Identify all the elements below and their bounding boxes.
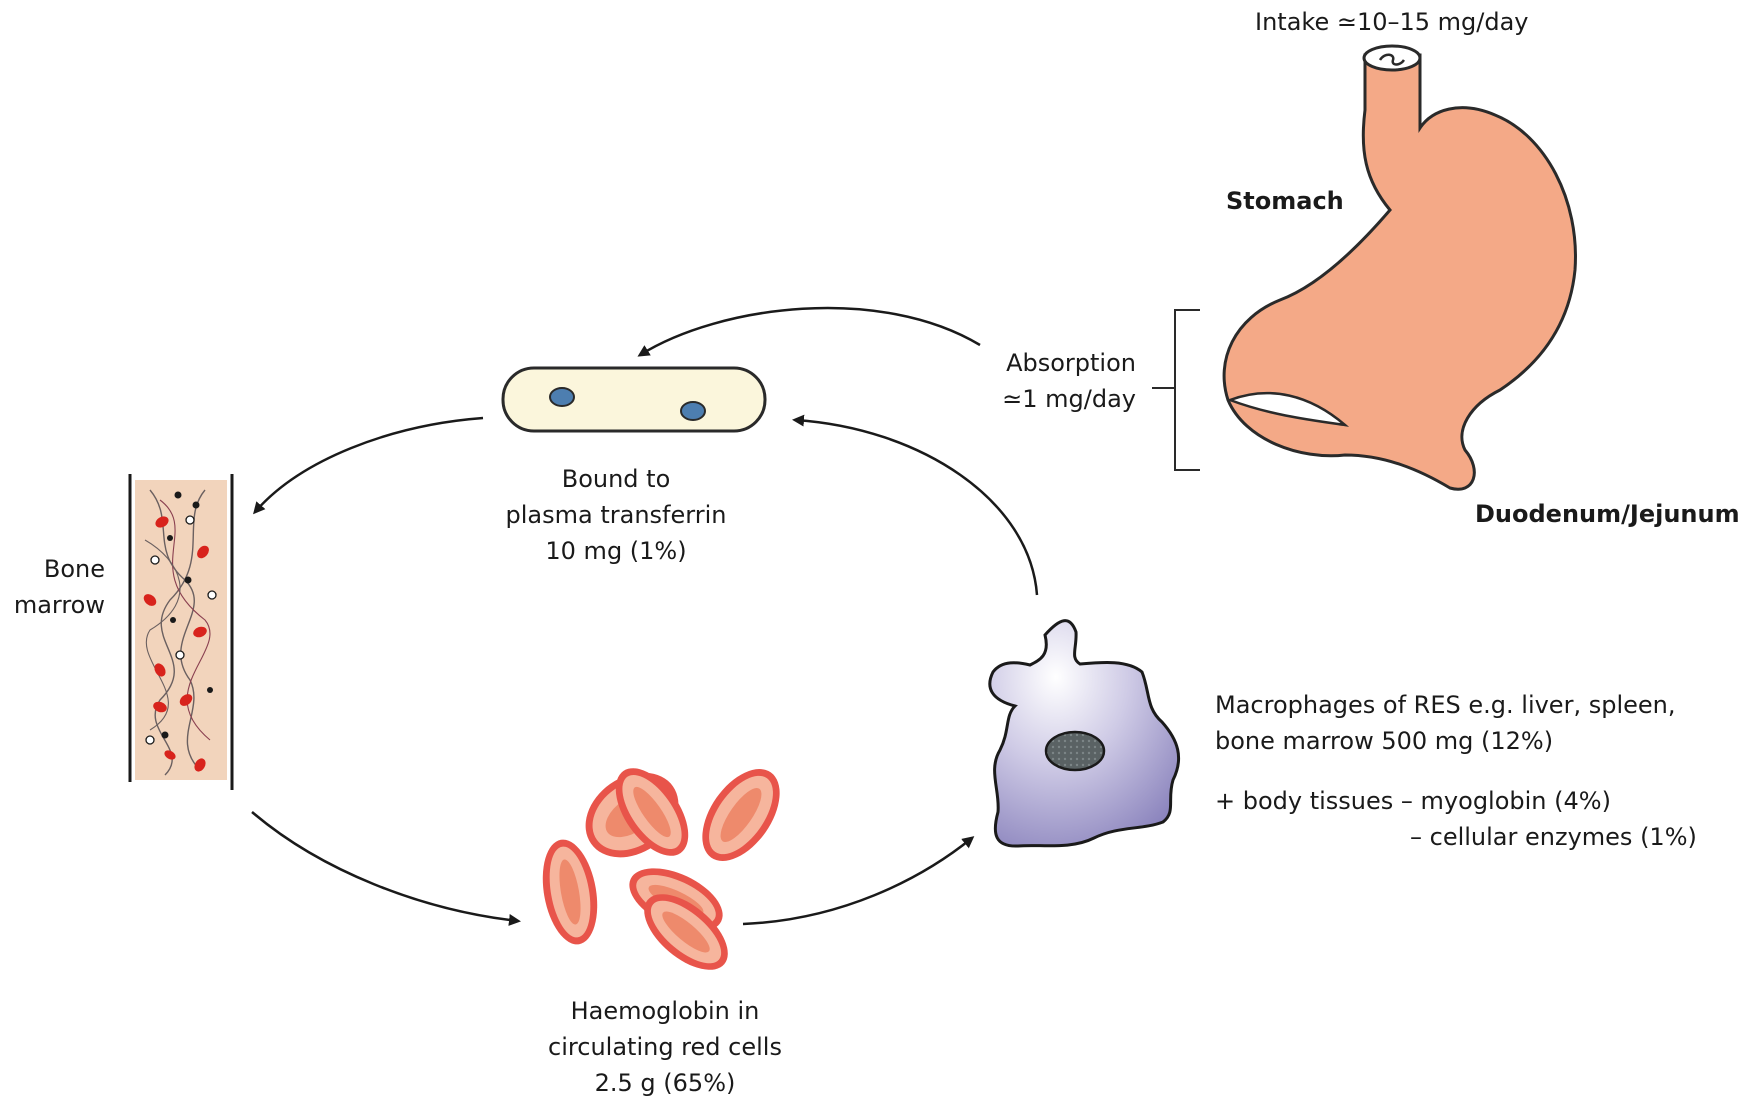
transferrin-label: Bound to plasma transferrin 10 mg (1%): [470, 461, 762, 569]
bone-marrow-line-1: Bone: [43, 555, 105, 583]
arrow-macrophage-to-transferrin: [792, 414, 1039, 596]
stomach-fold-shape: [1226, 391, 1350, 427]
bone-marrow-line-2: marrow: [13, 591, 105, 619]
absorption-line-1: Absorption: [1006, 349, 1136, 377]
bone-marrow-label: Bone marrow: [5, 551, 105, 623]
red-cells-illustration: [542, 768, 780, 970]
macrophages-label: Macrophages of RES e.g. liver, spleen, b…: [1215, 687, 1675, 759]
stomach-label: Stomach: [1226, 187, 1344, 215]
stomach-body-shape: [1222, 53, 1577, 491]
transferrin-line-2: plasma transferrin: [505, 501, 727, 529]
duodenum-jejunum-label: Duodenum/Jejunum: [1475, 500, 1740, 528]
transferrin-line-3: 10 mg (1%): [545, 537, 687, 565]
haemoglobin-label: Haemoglobin in circulating red cells 2.5…: [530, 993, 800, 1101]
transferrin-iron-dot: [549, 387, 575, 407]
haemoglobin-line-3: 2.5 g (65%): [594, 1069, 736, 1097]
arrow-marrow-to-red-cells: [251, 811, 521, 926]
arrow-red-cells-to-macrophage: [742, 836, 975, 926]
macrophages-line-2: bone marrow 500 mg (12%): [1215, 727, 1554, 755]
intake-label: Intake ≃10–15 mg/day: [1255, 8, 1529, 36]
bone-marrow-illustration: [128, 474, 234, 790]
absorption-bracket: [1152, 309, 1200, 471]
transferrin-capsule: [501, 366, 767, 433]
macrophage-illustration: [988, 619, 1181, 848]
body-tissues-line-1: + body tissues – myoglobin (4%): [1215, 787, 1611, 815]
absorption-label: Absorption ≃1 mg/day: [992, 345, 1136, 417]
haemoglobin-line-2: circulating red cells: [548, 1033, 782, 1061]
body-tissues-line-2: – cellular enzymes (1%): [1410, 823, 1697, 851]
macrophages-line-1: Macrophages of RES e.g. liver, spleen,: [1215, 691, 1676, 719]
macrophage-nucleus: [1044, 730, 1106, 772]
stomach-illustration: [1222, 44, 1577, 491]
transferrin-iron-dot: [680, 401, 706, 421]
arrow-transferrin-to-marrow: [253, 416, 484, 515]
arrow-absorption-to-transferrin: [637, 306, 981, 357]
transferrin-line-1: Bound to: [561, 465, 671, 493]
cycle-arrows: [251, 306, 1039, 926]
absorption-line-2: ≃1 mg/day: [1002, 385, 1136, 413]
body-tissues-label: + body tissues – myoglobin (4%) – cellul…: [1215, 783, 1697, 855]
haemoglobin-line-1: Haemoglobin in: [570, 997, 760, 1025]
